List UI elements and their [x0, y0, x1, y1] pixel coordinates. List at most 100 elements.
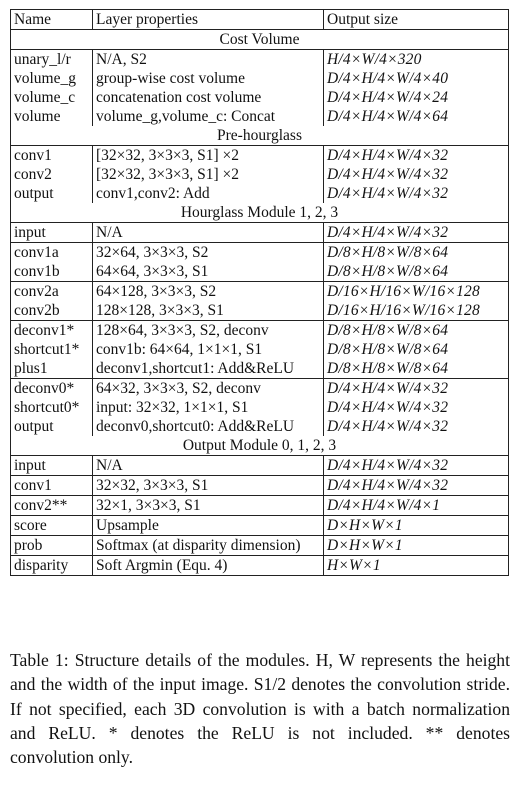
- cell-output-size: D/8×H/8×W/8×64: [323, 242, 509, 262]
- cell-layer-properties: 128×64, 3×3×3, S2, deconv: [92, 320, 324, 340]
- cell-output-size: D/8×H/8×W/8×64: [323, 340, 509, 359]
- cell-name: input: [10, 455, 93, 476]
- cell-name: deconv1*: [10, 320, 93, 340]
- section-title-row: Pre-hourglass: [10, 126, 509, 146]
- cell-output-size: D/4×H/4×W/4×32: [323, 222, 509, 243]
- cell-layer-properties: conv1,conv2: Add: [92, 184, 324, 203]
- cell-name: conv1: [10, 475, 93, 496]
- cell-output-size: D/4×H/4×W/4×24: [323, 88, 509, 107]
- cell-layer-properties: 64×64, 3×3×3, S1: [92, 262, 324, 282]
- cell-name: conv1b: [10, 262, 93, 282]
- cell-layer-properties: deconv1,shortcut1: Add&ReLU: [92, 359, 324, 379]
- cell-layer-properties: N/A: [92, 455, 324, 476]
- table-header-row: Name Layer properties Output size: [10, 9, 509, 30]
- cell-name: conv2**: [10, 495, 93, 516]
- cell-name: volume_g: [10, 69, 93, 88]
- header-output-size: Output size: [323, 9, 509, 30]
- cell-name: output: [10, 184, 93, 203]
- cell-output-size: D/8×H/8×W/8×64: [323, 262, 509, 282]
- structure-table: Name Layer properties Output size Cost V…: [10, 9, 509, 576]
- cell-name: unary_l/r: [10, 49, 93, 69]
- cell-layer-properties: 32×1, 3×3×3, S1: [92, 495, 324, 516]
- section-title-row: Output Module 0, 1, 2, 3: [10, 436, 509, 456]
- cell-layer-properties: conv1b: 64×64, 1×1×1, S1: [92, 340, 324, 359]
- cell-name: conv1a: [10, 242, 93, 262]
- cell-layer-properties: group-wise cost volume: [92, 69, 324, 88]
- cell-output-size: D/4×H/4×W/4×32: [323, 184, 509, 203]
- cell-name: disparity: [10, 555, 93, 576]
- cell-output-size: D/4×H/4×W/4×64: [323, 107, 509, 126]
- cell-layer-properties: Upsample: [92, 515, 324, 536]
- cell-layer-properties: 64×128, 3×3×3, S2: [92, 281, 324, 301]
- cell-layer-properties: deconv0,shortcut0: Add&ReLU: [92, 417, 324, 436]
- cell-layer-properties: Soft Argmin (Equ. 4): [92, 555, 324, 576]
- cell-output-size: D×H×W×1: [323, 535, 509, 556]
- cell-name: shortcut0*: [10, 398, 93, 417]
- header-layer-properties: Layer properties: [92, 9, 324, 30]
- cell-name: deconv0*: [10, 378, 93, 398]
- cell-output-size: H/4×W/4×320: [323, 49, 509, 69]
- cell-output-size: D/4×H/4×W/4×32: [323, 165, 509, 184]
- cell-layer-properties: Softmax (at disparity dimension): [92, 535, 324, 556]
- cell-output-size: H×W×1: [323, 555, 509, 576]
- cell-output-size: D/8×H/8×W/8×64: [323, 359, 509, 379]
- cell-output-size: D/4×H/4×W/4×32: [323, 378, 509, 398]
- cell-layer-properties: 32×64, 3×3×3, S2: [92, 242, 324, 262]
- section-title: Pre-hourglass: [10, 126, 509, 146]
- cell-layer-properties: input: 32×32, 1×1×1, S1: [92, 398, 324, 417]
- cell-output-size: D/4×H/4×W/4×32: [323, 475, 509, 496]
- cell-output-size: D×H×W×1: [323, 515, 509, 536]
- cell-output-size: D/16×H/16×W/16×128: [323, 281, 509, 301]
- cell-name: conv1: [10, 145, 93, 165]
- cell-layer-properties: [32×32, 3×3×3, S1] ×2: [92, 145, 324, 165]
- cell-layer-properties: 32×32, 3×3×3, S1: [92, 475, 324, 496]
- section-title-row: Cost Volume: [10, 29, 509, 50]
- cell-name: volume: [10, 107, 93, 126]
- section-title-row: Hourglass Module 1, 2, 3: [10, 203, 509, 223]
- cell-output-size: D/4×H/4×W/4×32: [323, 417, 509, 436]
- cell-layer-properties: [32×32, 3×3×3, S1] ×2: [92, 165, 324, 184]
- cell-layer-properties: 128×128, 3×3×3, S1: [92, 301, 324, 321]
- cell-name: conv2a: [10, 281, 93, 301]
- cell-name: volume_c: [10, 88, 93, 107]
- header-name: Name: [10, 9, 93, 30]
- section-title: Cost Volume: [10, 29, 509, 50]
- cell-layer-properties: 64×32, 3×3×3, S2, deconv: [92, 378, 324, 398]
- cell-output-size: D/4×H/4×W/4×40: [323, 69, 509, 88]
- caption-text: Table 1: Structure details of the module…: [10, 650, 510, 768]
- cell-layer-properties: concatenation cost volume: [92, 88, 324, 107]
- cell-output-size: D/4×H/4×W/4×32: [323, 398, 509, 417]
- cell-output-size: D/4×H/4×W/4×1: [323, 495, 509, 516]
- cell-name: shortcut1*: [10, 340, 93, 359]
- cell-layer-properties: volume_g,volume_c: Concat: [92, 107, 324, 126]
- cell-name: conv2b: [10, 301, 93, 321]
- cell-name: input: [10, 222, 93, 243]
- cell-name: plus1: [10, 359, 93, 379]
- cell-layer-properties: N/A: [92, 222, 324, 243]
- cell-output-size: D/4×H/4×W/4×32: [323, 145, 509, 165]
